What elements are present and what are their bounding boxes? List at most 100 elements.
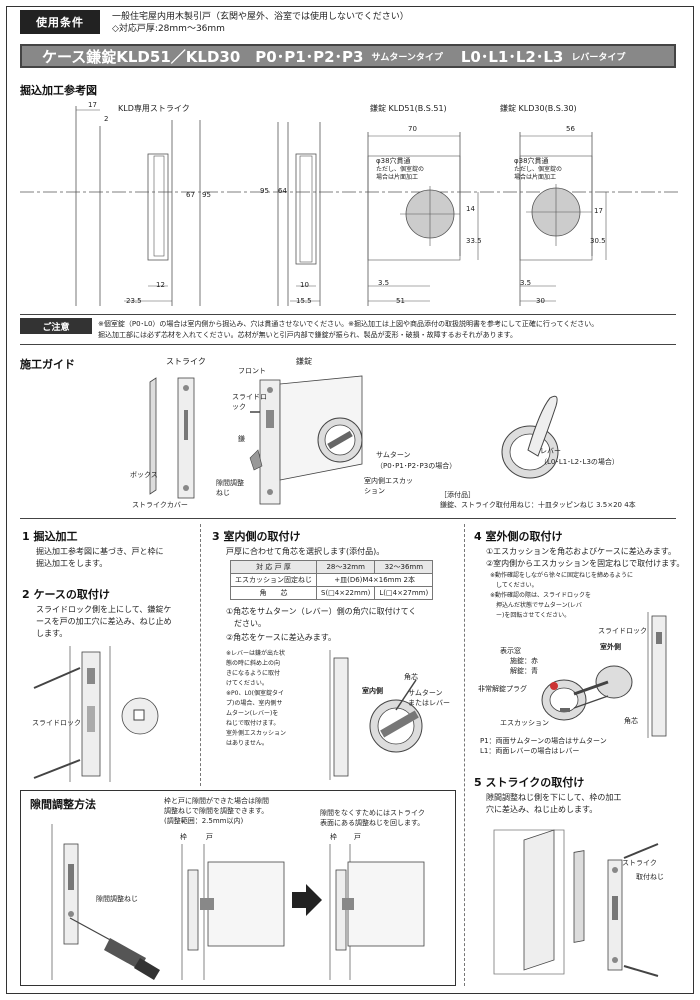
- step3-note7: ムターン(レバー)を: [226, 710, 279, 717]
- product-title-bar: ケース鎌錠KLD51／KLD30 P0･P1･P2･P3 サムターンタイプ L0…: [20, 44, 676, 68]
- step4-s1: ①エスカッションを角芯およびケースに差込みます。: [486, 547, 676, 556]
- step3-note6: プ)の場合、室内側サ: [226, 700, 283, 707]
- dim-14: 14: [466, 205, 475, 213]
- col-sep-2: [464, 524, 465, 986]
- step4-n1: ※動作確認をしながら徐々に固定ねじを締めるように: [490, 572, 634, 579]
- step3-title: 3 室内側の取付け: [212, 530, 301, 543]
- gap-title: 隙間調整方法: [30, 798, 96, 811]
- step2-text3: します。: [36, 629, 68, 638]
- guide-hook: 鎌: [238, 435, 245, 443]
- step4-illustration: [541, 612, 667, 738]
- step3-thumb: サムターン: [408, 689, 443, 697]
- step2-illustration: [33, 646, 159, 782]
- guide-thumbturn: サムターン: [376, 451, 411, 459]
- guide-strike: ストライク: [166, 357, 206, 366]
- dim-51: 51: [396, 297, 405, 305]
- guide-slide-lock: スライドロック: [232, 393, 267, 411]
- dim-10: 10: [300, 281, 309, 289]
- drilling-diagram: [20, 106, 680, 306]
- dim-2: 2: [104, 115, 109, 123]
- conditions-line2: ◇対応戸厚:28mm〜36mm: [112, 24, 225, 34]
- step5-illustration: [493, 829, 659, 977]
- step5-text1: 隙間調整ねじ側を下にして、枠の加工: [486, 793, 622, 802]
- step1-text2: 掘込加工をします。: [36, 559, 108, 568]
- dim-95a: 95: [202, 191, 211, 199]
- kld51-label: 鎌錠 KLD51(B.S.51): [370, 104, 447, 113]
- guide-strike-cover: ストライクカバー: [132, 501, 188, 509]
- dim-17: 17: [88, 101, 97, 109]
- guide-accessory: 鎌錠、ストライク取付用ねじ：十皿タッピンねじ 3.5×20 4本: [440, 501, 636, 509]
- step5-screw: 取付ねじ: [636, 873, 664, 881]
- gap-door-label: 戸: [206, 833, 213, 841]
- spec-table: 対 応 戸 厚 28〜32mm 32〜36mm エスカッション固定ねじ +皿(D…: [230, 560, 434, 600]
- step5-text2: 穴に差込み、ねじ止めします。: [486, 805, 598, 814]
- step3-s2: ②角芯をケースに差込みます。: [226, 633, 336, 642]
- step3-intro: 戸厚に合わせて角芯を選択します(添付品)。: [226, 547, 385, 556]
- title-main: ケース鎌錠KLD51／KLD30 P0･P1･P2･P3: [42, 47, 364, 66]
- hole-note-1b: 場合は片面加工: [376, 174, 419, 181]
- dim-12: 12: [156, 281, 165, 289]
- guide-rule: [20, 518, 676, 519]
- dim-23-5: 23.5: [126, 297, 142, 305]
- step3-note10: はありません。: [226, 740, 268, 747]
- notice-rule-top: [20, 314, 676, 315]
- guide-lever: レバー: [540, 447, 561, 455]
- step4-indicator-lock: 施錠：赤: [510, 657, 538, 665]
- spec-r1c0: エスカッション固定ねじ: [230, 573, 317, 587]
- dim-3-5b: 3.5: [520, 279, 532, 287]
- step2-text1: スライドロック側を上にして、鎌錠ケ: [36, 605, 172, 614]
- hole-note-2a: ただし、個室錠の: [514, 166, 563, 173]
- step4-square-shaft: 角芯: [624, 717, 638, 725]
- step3-square-shaft: 角芯: [404, 673, 418, 681]
- page-frame: [6, 6, 694, 994]
- conditions-tag: 使用条件: [20, 10, 100, 34]
- guide-lock: 鎌錠: [296, 357, 312, 366]
- notice-line1: ※個室錠（P0･L0）の場合は室内側から掘込み、穴は貫通させないでください。※掘…: [98, 320, 599, 328]
- conditions-line1: 一般住宅屋内用木製引戸（玄関や屋外、浴室では使用しないでください）: [112, 12, 409, 22]
- step4-p1: P1：両面サムターンの場合はサムターン: [480, 737, 607, 745]
- step2-title: 2 ケースの取付け: [22, 588, 110, 601]
- gap-door-label-2: 戸: [354, 833, 361, 841]
- dim-64: 64: [278, 187, 287, 195]
- step4-n4: 押込んだ状態でサムターン(レバ: [490, 602, 582, 609]
- gap-caption1b: 調整ねじで隙間を調整できます。: [164, 807, 269, 815]
- step4-outdoor: 室外側: [600, 643, 621, 651]
- step4-indicator: 表示窓: [500, 647, 521, 655]
- guide-thumbturn-note: （P0･P1･P2･P3の場合）: [376, 462, 457, 470]
- notice-line2: 掘込加工部には必ず芯材を入れてください。芯材が無いと引戸内部で鎌錠が振られ、製品…: [98, 331, 517, 339]
- spec-r2c2: L(□4×27mm): [374, 586, 434, 600]
- step3-s1b: ださい。: [226, 619, 266, 628]
- step4-slide-lock: スライドロック: [598, 627, 647, 635]
- hole-note-1a: ただし、個室錠の: [376, 166, 425, 173]
- title-main2: L0･L1･L2･L3: [460, 47, 564, 66]
- step2-text2: ースを戸の加工穴に差込み、ねじ止め: [36, 617, 172, 626]
- dim-95b: 95: [260, 187, 269, 195]
- dim-3-5a: 3.5: [378, 279, 390, 287]
- gap-caption1a: 枠と戸に隙間ができた場合は隙間: [164, 797, 269, 805]
- step5-strike: ストライク: [622, 859, 657, 867]
- guide-accessory-title: ［添付品］: [440, 491, 475, 499]
- spec-h2: 32〜36mm: [374, 560, 434, 574]
- step1-title: 1 掘込加工: [22, 530, 78, 543]
- step3-note9: 室外側エスカッション: [226, 730, 287, 737]
- hole-label-2: φ38穴貫通: [514, 157, 549, 165]
- step3-illustration: [329, 650, 423, 780]
- strike-label: KLD専用ストライク: [118, 104, 190, 113]
- gap-caption2b: 表面にある調整ねじを回します。: [320, 819, 425, 827]
- drilling-heading: 掘込加工参考図: [20, 84, 97, 97]
- step4-emergency: 非常解錠プラグ: [478, 685, 527, 693]
- dim-70: 70: [408, 125, 417, 133]
- hole-note-2b: 場合は片面加工: [514, 174, 557, 181]
- dim-56: 56: [566, 125, 575, 133]
- step4-title: 4 室外側の取付け: [474, 530, 563, 543]
- step3-s1a: ①角芯をサムターン（レバー）側の角穴に取付けてく: [226, 607, 417, 616]
- spec-r1c1: +皿(D6)M4×16mm 2本: [315, 573, 434, 587]
- step4-n2: してください。: [490, 582, 538, 589]
- col-sep-1: [200, 524, 201, 786]
- title-sub2: レバータイプ: [571, 52, 626, 63]
- step4-l1: L1：両面レバーの場合はレバー: [480, 747, 580, 755]
- step3-indoor: 室内側: [362, 687, 383, 695]
- guide-illustration: [149, 375, 559, 505]
- step1-text1: 掘込加工参考図に基づき、戸と枠に: [36, 547, 164, 556]
- spec-h1: 28〜32mm: [315, 560, 376, 574]
